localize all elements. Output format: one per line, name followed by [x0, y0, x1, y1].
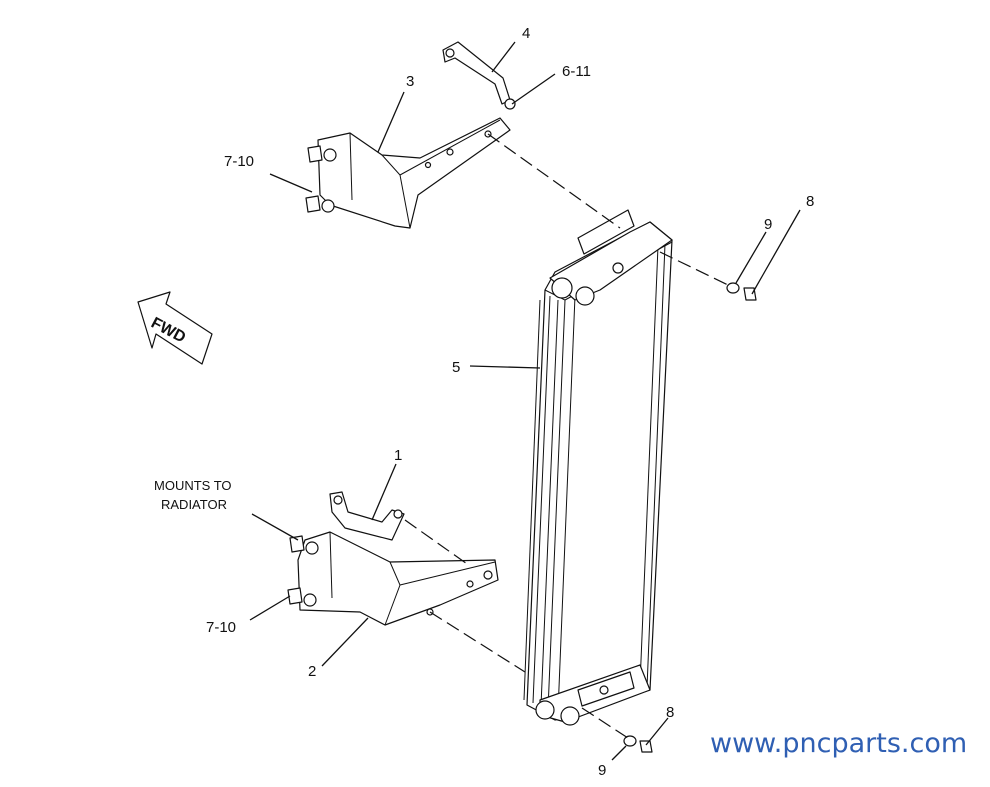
hardware-top: [726, 282, 757, 301]
callout-4: 4: [522, 25, 530, 42]
hardware-bottom: [623, 735, 653, 753]
note-line-1: MOUNTS TO: [154, 478, 232, 493]
callout-6-11: 6-11: [562, 63, 591, 80]
callout-7-10-top: 7-10: [224, 153, 254, 170]
callout-8-bottom: 8: [666, 704, 674, 721]
watermark-text: www.pncparts.com: [710, 728, 968, 759]
callout-2: 2: [308, 663, 316, 680]
radiator-core: [523, 209, 673, 726]
callout-5: 5: [452, 359, 460, 376]
callout-8-top: 8: [806, 193, 814, 210]
callout-9-top: 9: [764, 216, 772, 233]
callout-9-bottom: 9: [598, 762, 606, 779]
assembly-lines: [404, 133, 729, 739]
upper-handle: [442, 41, 516, 110]
callouts: 4 6-11 3 7-10 8 9 5 1 MOUNTS TO RADIATOR…: [154, 25, 814, 779]
note-line-2: RADIATOR: [161, 497, 227, 512]
upper-bracket: [305, 117, 511, 229]
lower-bracket: [287, 531, 499, 626]
callout-7-10-bottom: 7-10: [206, 619, 236, 636]
callout-3: 3: [406, 73, 414, 90]
lower-handle: [329, 491, 405, 541]
leader-lines: [249, 41, 801, 761]
forward-arrow: FWD: [137, 291, 213, 365]
callout-1: 1: [394, 447, 402, 464]
